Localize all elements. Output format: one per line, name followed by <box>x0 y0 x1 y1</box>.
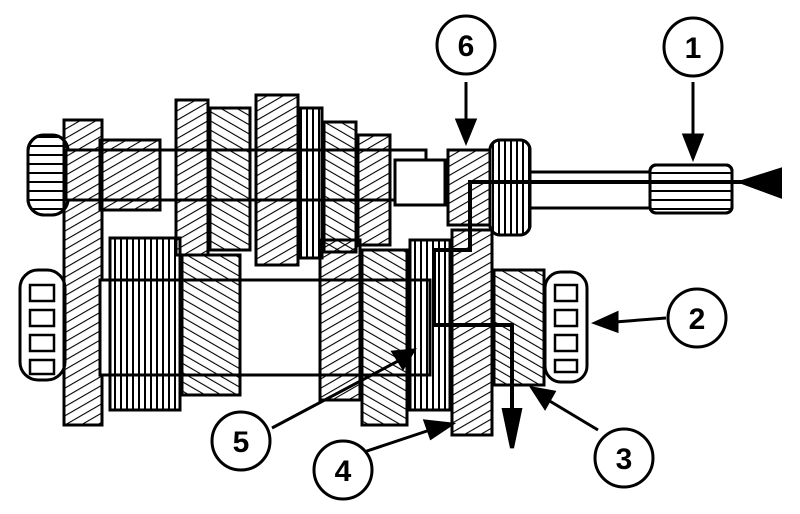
callout-5-label: 5 <box>233 426 250 459</box>
main-shaft <box>26 93 734 267</box>
power-flow-path <box>432 167 782 449</box>
callout-1-label: 1 <box>685 32 702 65</box>
callout-6-label: 6 <box>458 30 475 63</box>
callout-2: 2 <box>666 287 728 349</box>
callout-6: 6 <box>435 14 497 76</box>
callout-1: 1 <box>662 16 724 78</box>
callout-4-label: 4 <box>335 455 352 488</box>
callout-leaders <box>271 82 705 457</box>
callout-3: 3 <box>593 427 655 489</box>
callout-2-label: 2 <box>689 303 706 336</box>
callout-4: 4 <box>312 439 374 501</box>
callout-5: 5 <box>210 410 272 472</box>
callout-3-label: 3 <box>616 443 633 476</box>
lay-shaft <box>18 118 589 437</box>
